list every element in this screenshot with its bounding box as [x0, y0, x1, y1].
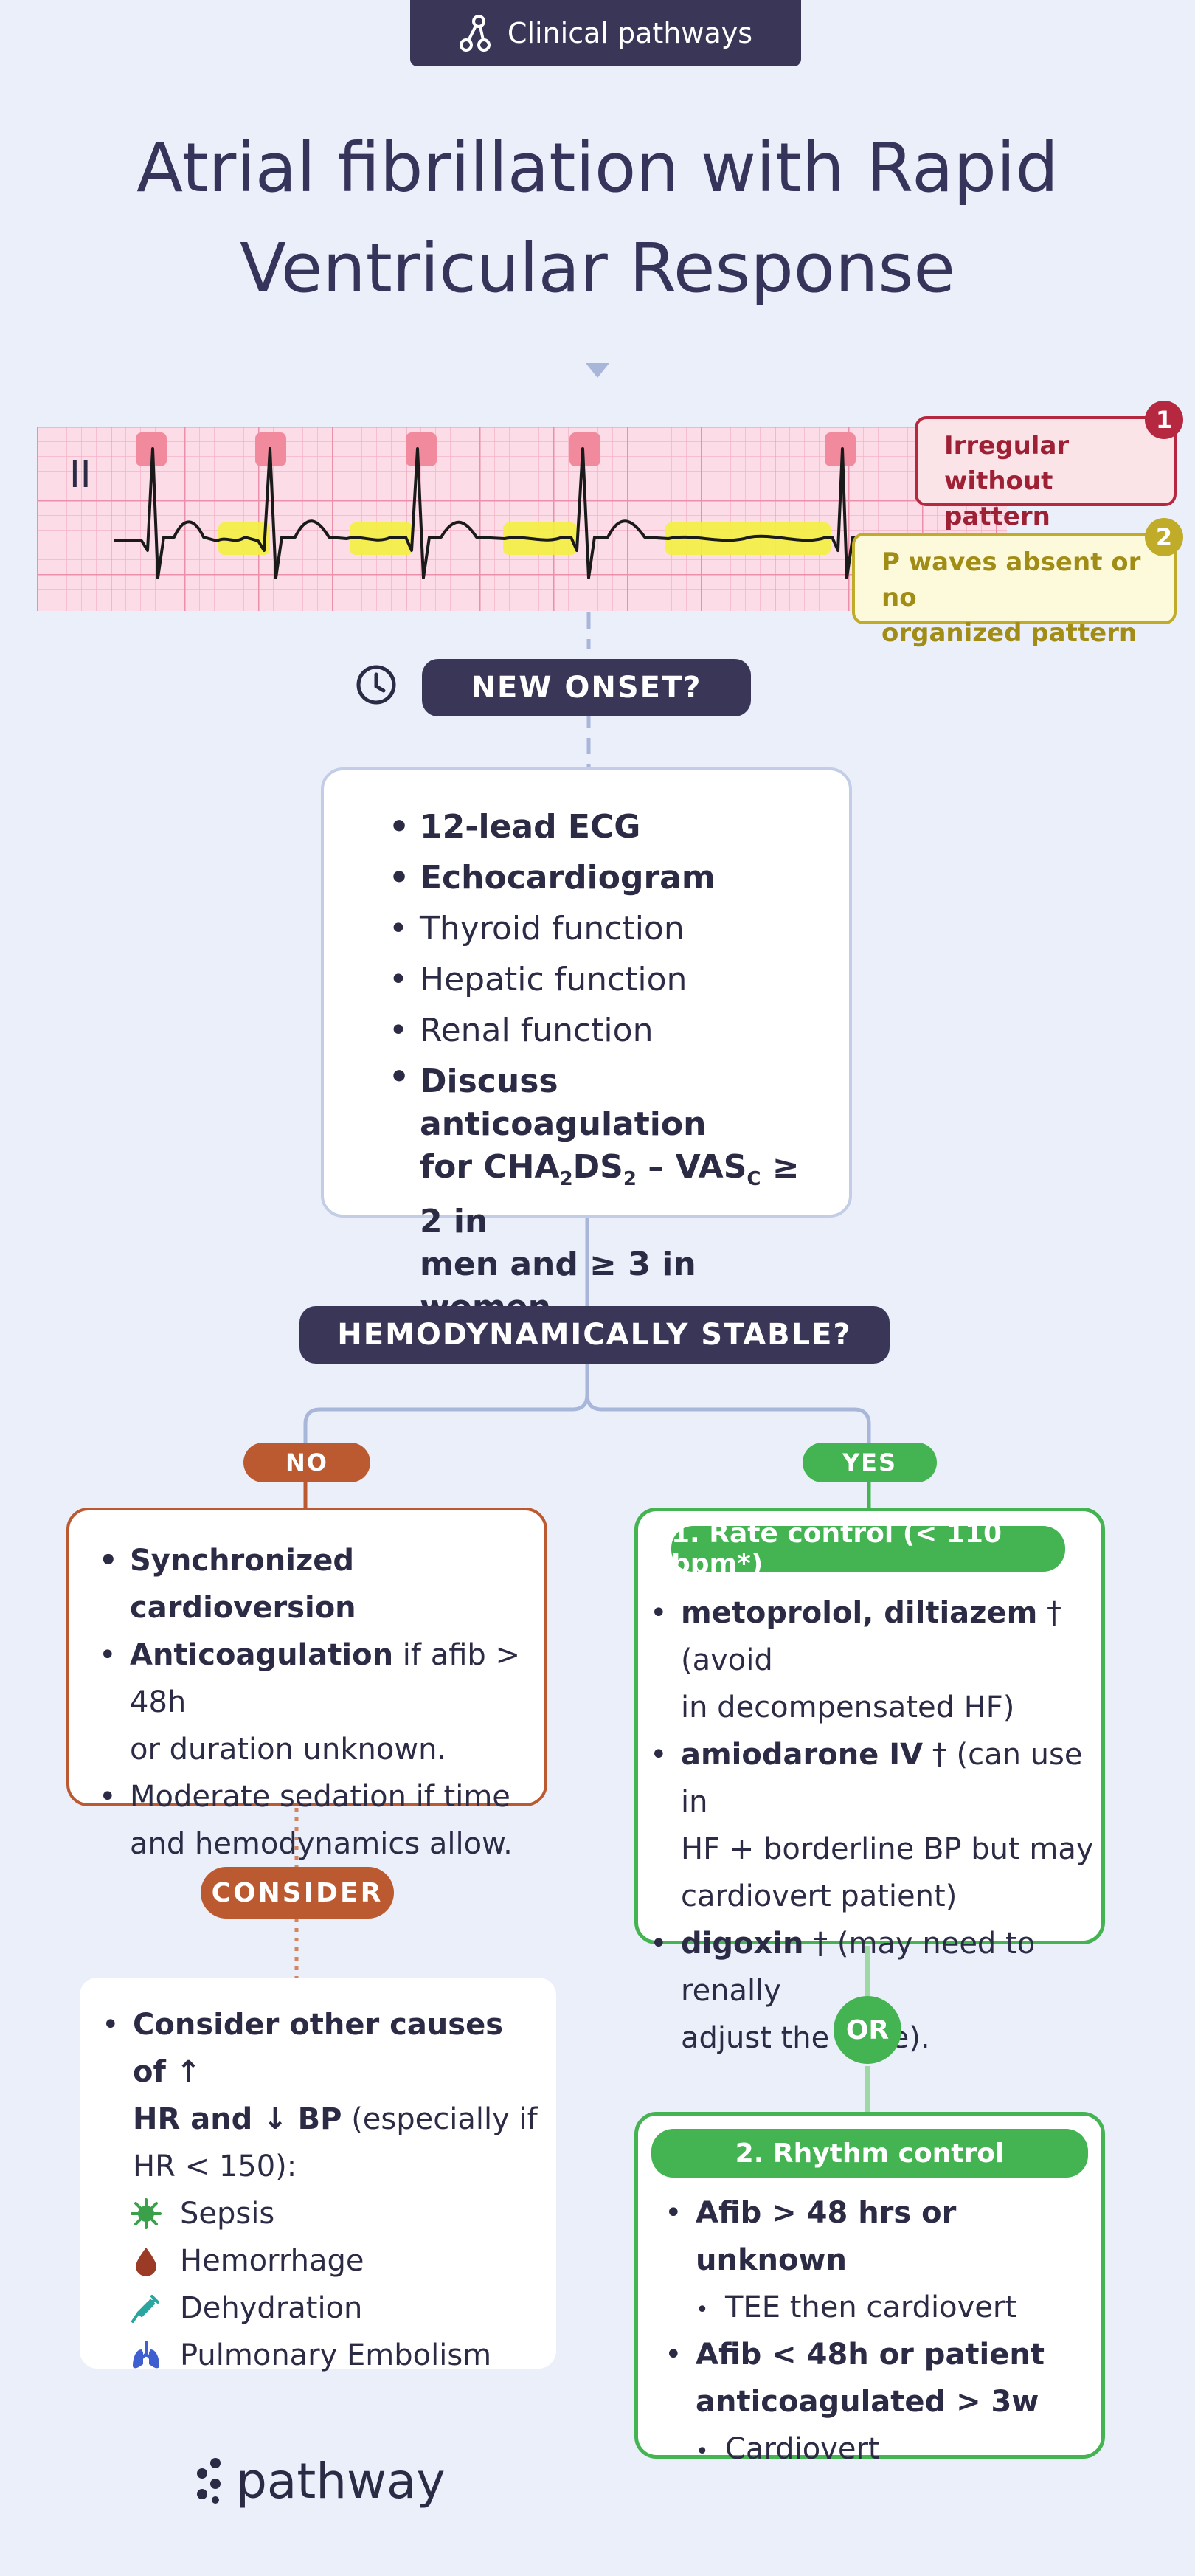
onset-item-renal: Renal function	[389, 1005, 820, 1056]
rhythm-control-list: Afib > 48 hrs or unknown TEE then cardio…	[665, 2189, 1094, 2476]
rhythm-subitem-cardiovert: Cardiovert	[696, 2425, 1094, 2476]
syringe-icon	[131, 2295, 159, 2323]
clock-icon	[356, 665, 396, 705]
ecg-note-1-line-1: Irregular without	[944, 431, 1070, 496]
r-peak-highlight	[406, 432, 437, 466]
pathway-logo-icon	[197, 2458, 221, 2504]
consider-item: Consider other causes of ↑ HR and ↓ BP (…	[102, 2001, 541, 2190]
r-peak-highlight	[825, 432, 856, 466]
rhythm-control-title: 2. Rhythm control	[651, 2129, 1088, 2178]
ecg-note-2-line-1: P waves absent or no	[881, 548, 1141, 612]
cause-sepsis: Sepsis	[130, 2190, 541, 2237]
anticoag-line-1: Discuss anticoagulation	[420, 1063, 707, 1143]
ecg-note-irregular: Irregular without pattern	[915, 416, 1177, 531]
consider-list: Consider other causes of ↑ HR and ↓ BP (…	[102, 2001, 541, 2190]
consider-causes-box: Consider other causes of ↑ HR and ↓ BP (…	[80, 1978, 556, 2372]
consider-label: CONSIDER	[201, 1867, 394, 1919]
cause-hemorrhage: Hemorrhage	[130, 2237, 541, 2285]
clinical-pathways-badge: Clinical pathways	[410, 0, 801, 66]
unstable-list: Synchronized cardioversion Anticoagulati…	[99, 1537, 530, 1868]
hemodynamically-stable-label: HEMODYNAMICALLY STABLE?	[299, 1306, 890, 1364]
ecg-note-p-waves: P waves absent or no organized pattern	[852, 533, 1177, 648]
new-onset-box: 12-lead ECG Echocardiogram Thyroid funct…	[321, 767, 852, 1326]
page-title: Atrial fibrillation with Rapid Ventricul…	[0, 118, 1195, 319]
new-onset-label: NEW ONSET?	[422, 659, 751, 716]
or-label: OR	[834, 1996, 901, 2064]
no-item-sedation: Moderate sedation if time and hemodynami…	[99, 1773, 530, 1868]
rate-item-amiodarone: amiodarone IV † (can use in HF + borderl…	[650, 1731, 1094, 1920]
anticoag-line-2: for CHA2DS2 – VASC ≥ 2 in	[420, 1148, 800, 1240]
title-line-1: Atrial fibrillation with Rapid	[136, 128, 1059, 207]
ecg-note-1-line-2: pattern	[944, 502, 1050, 531]
no-item-anticoagulation: Anticoagulation if afib > 48h or duratio…	[99, 1631, 530, 1773]
rate-control-box: 1. Rate control (< 110 bpm*) metoprolol,…	[634, 1508, 1105, 2055]
pathway-icon	[459, 15, 491, 52]
ecg-trace	[114, 447, 862, 579]
footer-logo: pathway	[193, 2451, 446, 2510]
ecg-note-2-number: 2	[1145, 518, 1183, 556]
yes-label: YES	[803, 1443, 937, 1482]
onset-item-anticoagulation: Discuss anticoagulation for CHA2DS2 – VA…	[389, 1056, 820, 1329]
unstable-management-box: Synchronized cardioversion Anticoagulati…	[66, 1508, 547, 1861]
rhythm-item-over-48h: Afib > 48 hrs or unknown TEE then cardio…	[665, 2189, 1094, 2334]
onset-item-ecg: 12-lead ECG	[389, 801, 820, 852]
badge-label: Clinical pathways	[507, 17, 753, 49]
no-item-cardioversion: Synchronized cardioversion	[99, 1537, 530, 1631]
new-onset-list: 12-lead ECG Echocardiogram Thyroid funct…	[389, 801, 820, 1329]
rate-control-title: 1. Rate control (< 110 bpm*)	[671, 1519, 1065, 1579]
virus-icon	[131, 2198, 162, 2229]
onset-item-echo: Echocardiogram	[389, 852, 820, 903]
r-peak-highlight	[569, 432, 600, 466]
no-label: NO	[243, 1443, 370, 1482]
cause-dehydration: Dehydration	[130, 2285, 541, 2332]
rate-item-metoprolol: metoprolol, diltiazem † (avoid in decomp…	[650, 1589, 1094, 1731]
rhythm-item-under-48h: Afib < 48h or patient anticoagulated > 3…	[665, 2331, 1094, 2476]
ecg-note-2-line-2: organized pattern	[881, 618, 1137, 648]
cause-pulmonary-embolism: Pulmonary Embolism	[130, 2332, 541, 2379]
rate-control-list: metoprolol, diltiazem † (avoid in decomp…	[650, 1589, 1094, 2062]
brand-name: pathway	[236, 2452, 446, 2510]
blood-drop-icon	[136, 2248, 156, 2276]
lungs-icon	[133, 2341, 159, 2369]
ecg-strip: II	[37, 427, 1007, 611]
ecg-note-1-number: 1	[1145, 401, 1183, 439]
chevron-down-icon	[586, 363, 609, 378]
rhythm-subitem-tee: TEE then cardiovert	[696, 2284, 1094, 2334]
title-line-2: Ventricular Response	[240, 229, 955, 308]
onset-item-thyroid: Thyroid function	[389, 903, 820, 954]
onset-item-hepatic: Hepatic function	[389, 954, 820, 1005]
rhythm-control-box: 2. Rhythm control Afib > 48 hrs or unkno…	[634, 2112, 1105, 2476]
ecg-lead-label: II	[69, 453, 91, 496]
